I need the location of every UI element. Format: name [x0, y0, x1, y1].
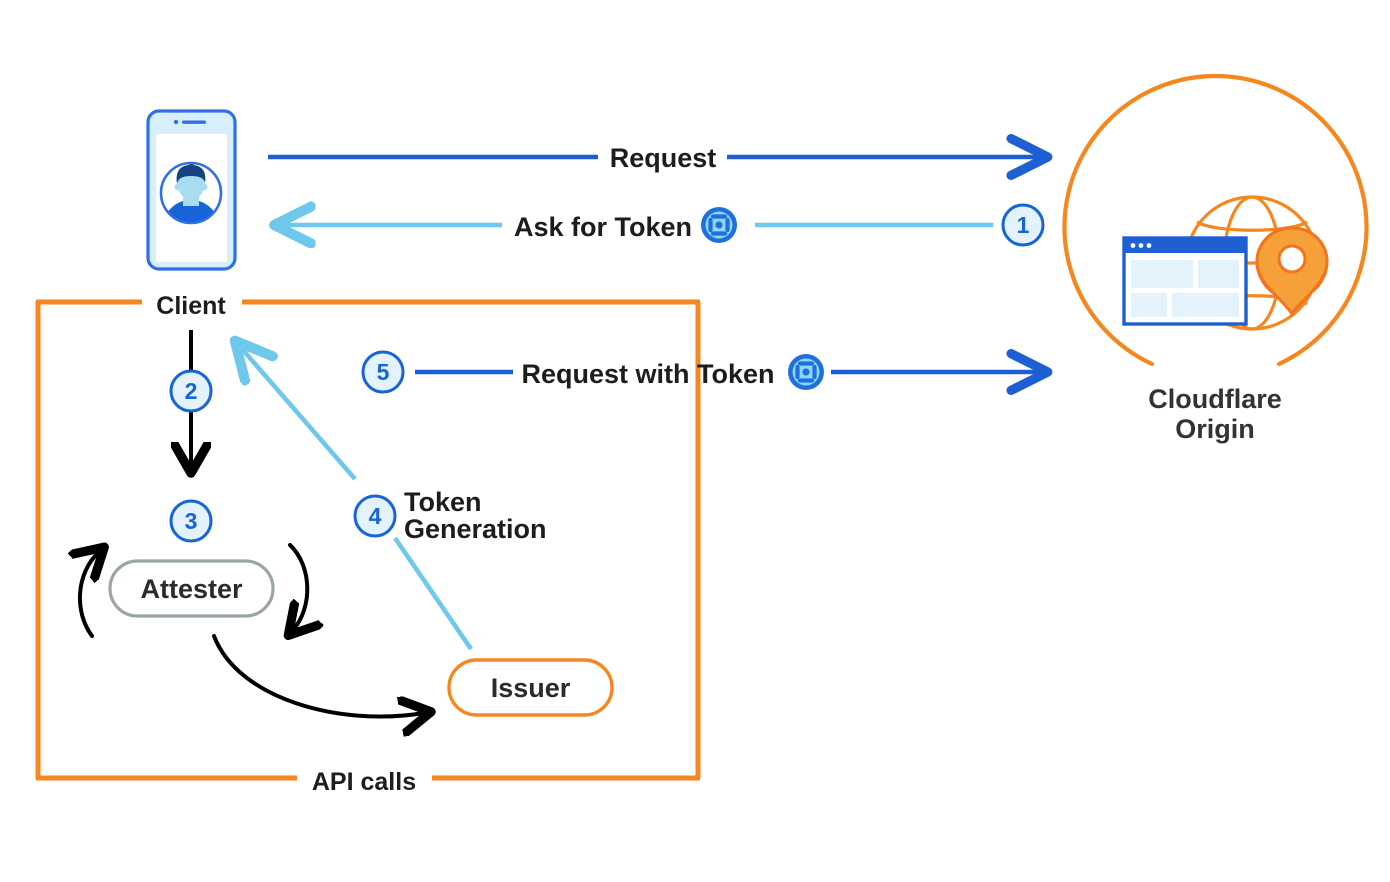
- node-cloudflare-origin: Cloudflare Origin: [1062, 73, 1369, 444]
- flow-attestation-loop: 3: [80, 499, 307, 636]
- client-phone-icon: [146, 109, 237, 271]
- node-attester-label: Attester: [140, 574, 243, 604]
- flow-request-with-token: 5 Request with Token: [361, 349, 1053, 395]
- boundary-bottom-label-api-calls: API calls: [312, 768, 416, 796]
- step-number-1: 1: [1001, 203, 1045, 247]
- node-origin-label-line1: Cloudflare: [1148, 384, 1282, 414]
- step-number-2-text: 2: [185, 378, 198, 404]
- flow-request-label: Request: [610, 143, 717, 173]
- step-number-5-text: 5: [377, 359, 390, 385]
- privacy-pass-token-icon-2: [788, 354, 824, 390]
- step-number-1-text: 1: [1017, 212, 1030, 238]
- map-pin-icon: [1255, 226, 1329, 318]
- privacy-pass-token-icon: [701, 207, 737, 243]
- client-api-boundary-box: [35, 299, 701, 781]
- node-origin-label-line2: Origin: [1175, 414, 1255, 444]
- flow-request-with-token-label: Request with Token: [521, 359, 774, 389]
- node-issuer-label: Issuer: [491, 673, 571, 703]
- step-number-2: 2: [169, 369, 213, 413]
- flow-attester-to-issuer: [212, 634, 424, 717]
- flow-token-generation-label-line1: Token: [404, 487, 482, 517]
- node-issuer[interactable]: Issuer: [447, 658, 614, 717]
- flow-token-generation: 4 Token Generation: [236, 342, 547, 651]
- flow-token-generation-label-line2: Generation: [404, 514, 547, 544]
- step-number-4: 4: [353, 494, 397, 538]
- user-avatar-icon: [159, 161, 223, 225]
- node-attester[interactable]: Attester: [108, 559, 275, 618]
- step-number-4-text: 4: [369, 503, 382, 529]
- boundary-top-label-client: Client: [156, 292, 226, 320]
- step-number-3-text: 3: [185, 508, 198, 534]
- flow-ask-for-token-label: Ask for Token: [514, 212, 692, 242]
- browser-window-icon: [1122, 236, 1248, 326]
- flow-client-to-attester: 2: [169, 330, 213, 466]
- flow-request: Request: [268, 134, 1053, 180]
- flow-ask-for-token: Ask for Token 1: [276, 203, 1045, 247]
- step-number-5: 5: [361, 350, 405, 394]
- step-number-3: 3: [169, 499, 213, 543]
